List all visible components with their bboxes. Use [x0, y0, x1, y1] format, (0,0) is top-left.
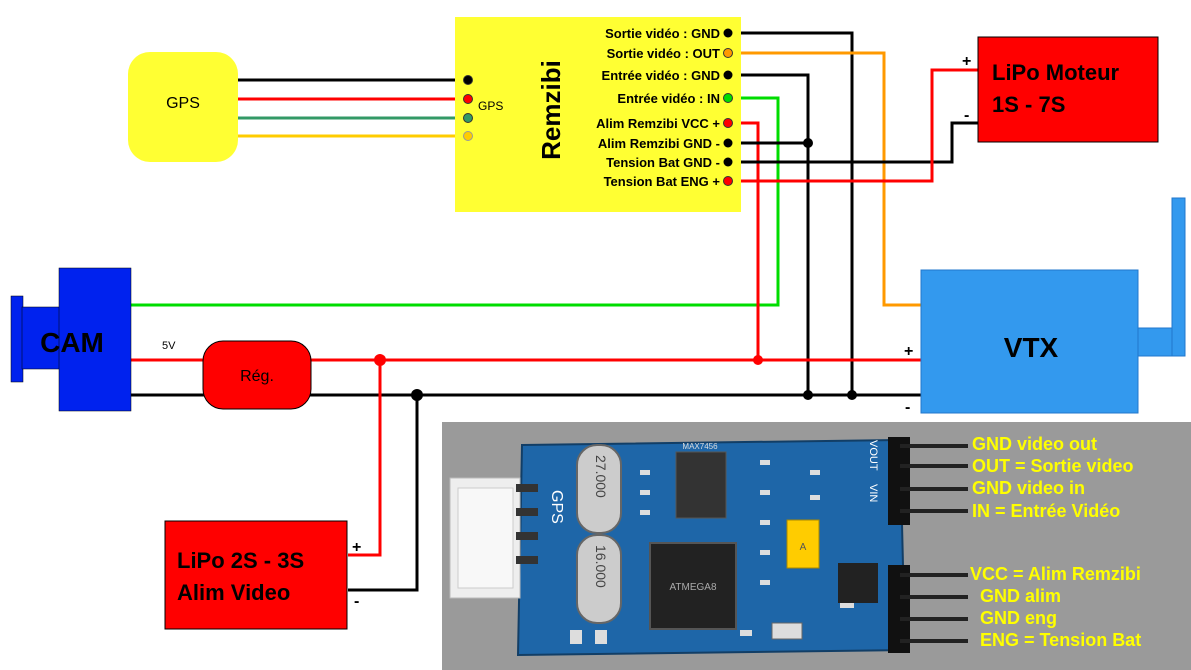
top-chip-label: MAX7456	[682, 442, 718, 451]
board-pin-label: VCC = Alim Remzibi	[970, 564, 1141, 584]
reg-label: Rég.	[240, 368, 274, 385]
cam-label: CAM	[40, 327, 104, 358]
pin-label: Tension Bat ENG +	[604, 174, 721, 189]
board-pin-label: GND alim	[980, 586, 1061, 606]
vin-silk: VIN	[867, 484, 879, 502]
board-pin-label: GND video out	[972, 434, 1097, 454]
camera: CAM	[10, 267, 132, 412]
board-pin-label: GND eng	[980, 608, 1057, 628]
lipo-motor-plus: +	[962, 53, 971, 70]
board-pin-label: IN = Entrée Vidéo	[972, 501, 1120, 521]
pin-label: Tension Bat GND -	[606, 155, 720, 170]
pin-label: Entrée vidéo : GND	[602, 68, 720, 83]
lipo-video-line1: LiPo 2S - 3S	[177, 548, 304, 573]
vtx-minus: -	[905, 399, 910, 416]
vtx-label: VTX	[1004, 332, 1059, 363]
crystal2-label: 16.000	[593, 545, 609, 588]
vtx-antenna	[1136, 197, 1186, 357]
lipo-video: LiPo 2S - 3S Alim Video + -	[164, 520, 361, 630]
gps-wires	[235, 78, 468, 138]
lipo-video-minus: -	[354, 593, 359, 610]
board-pin-label: GND video in	[972, 478, 1085, 498]
gps-header-pins	[516, 484, 538, 564]
lipo-motor-line2: 1S - 7S	[992, 92, 1065, 117]
lipo-motor: LiPo Moteur 1S - 7S + -	[962, 36, 1159, 143]
reg-voltage: 5V	[162, 340, 176, 352]
board-pin-label: OUT = Sortie video	[972, 456, 1134, 476]
vtx: VTX + -	[904, 269, 1139, 416]
gps-label: GPS	[166, 95, 200, 112]
remzibi-title: Remzibi	[536, 60, 566, 160]
pin-label: Alim Remzibi VCC +	[596, 116, 720, 131]
lipo-motor-minus: -	[964, 107, 969, 124]
regulator: Rég. 5V	[162, 340, 312, 410]
smd-components	[570, 460, 854, 644]
vtx-plus: +	[904, 343, 913, 360]
junction-dots	[374, 138, 857, 401]
lipo-video-line2: Alim Video	[177, 580, 290, 605]
lipo-motor-line1: LiPo Moteur	[992, 60, 1120, 85]
remzibi-wires	[130, 31, 980, 395]
crystal1-label: 27.000	[593, 455, 609, 498]
cap-label: A	[800, 542, 807, 553]
pin-label: Alim Remzibi GND -	[598, 136, 720, 151]
gps-module: GPS	[128, 52, 238, 162]
lipo-video-plus: +	[352, 539, 361, 556]
remzibi-module: Remzibi GPS Sortie vidéo : GND Sortie vi…	[455, 17, 741, 212]
pin-label: Sortie vidéo : GND	[605, 26, 720, 41]
gps-pin-label: GPS	[478, 99, 503, 113]
pin-label: Sortie vidéo : OUT	[607, 46, 720, 61]
vout-silk: VOUT	[867, 440, 879, 471]
board-gps-silk: GPS	[548, 490, 565, 524]
right-header-pins	[888, 437, 968, 653]
chip-label: ATMEGA8	[669, 582, 716, 593]
board-photo: GPS 27.000 16.000 ATMEGA8 MAX7456 A	[442, 422, 1191, 670]
pin-label: Entrée vidéo : IN	[617, 91, 720, 106]
board-pin-label: ENG = Tension Bat	[980, 630, 1141, 650]
